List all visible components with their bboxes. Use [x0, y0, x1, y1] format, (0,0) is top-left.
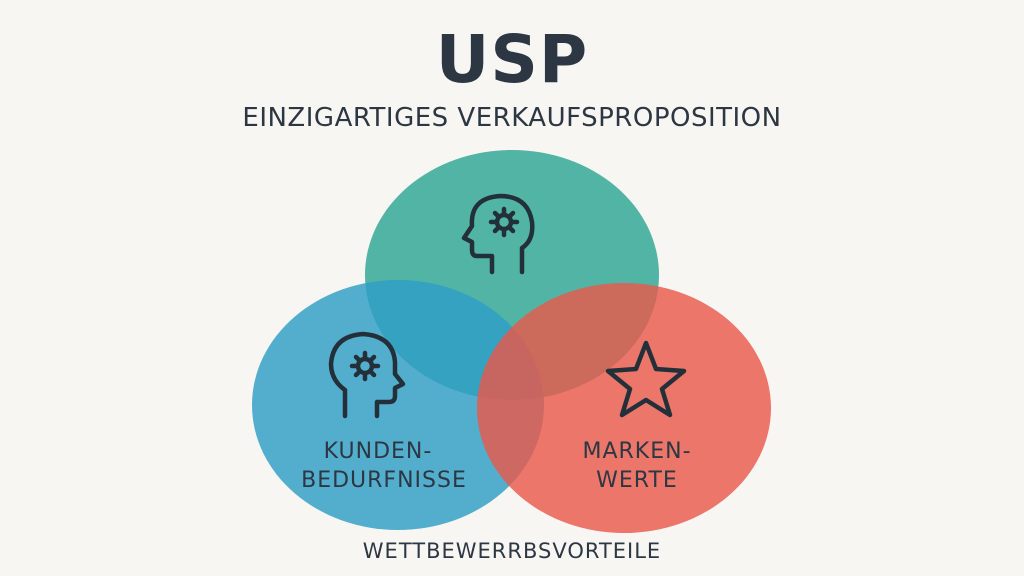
page-subtitle: EINZIGARTIGES VERKAUFSPROPOSITION	[242, 103, 782, 133]
bottom-label: WETTBEWERRBSVORTEILE	[363, 539, 661, 563]
right-circle-label-line2: WERTE	[596, 468, 678, 493]
page-title: USP	[435, 21, 589, 98]
head-gear-icon	[461, 193, 535, 275]
head-gear-icon	[328, 331, 406, 419]
left-circle-label-line2: BEDURFNISSE	[301, 468, 467, 493]
star-icon	[605, 340, 687, 418]
venn-circle-left	[252, 280, 544, 530]
left-circle-label-line1: KUNDEN-	[324, 439, 433, 464]
right-circle-label-line1: MARKEN-	[582, 439, 691, 464]
